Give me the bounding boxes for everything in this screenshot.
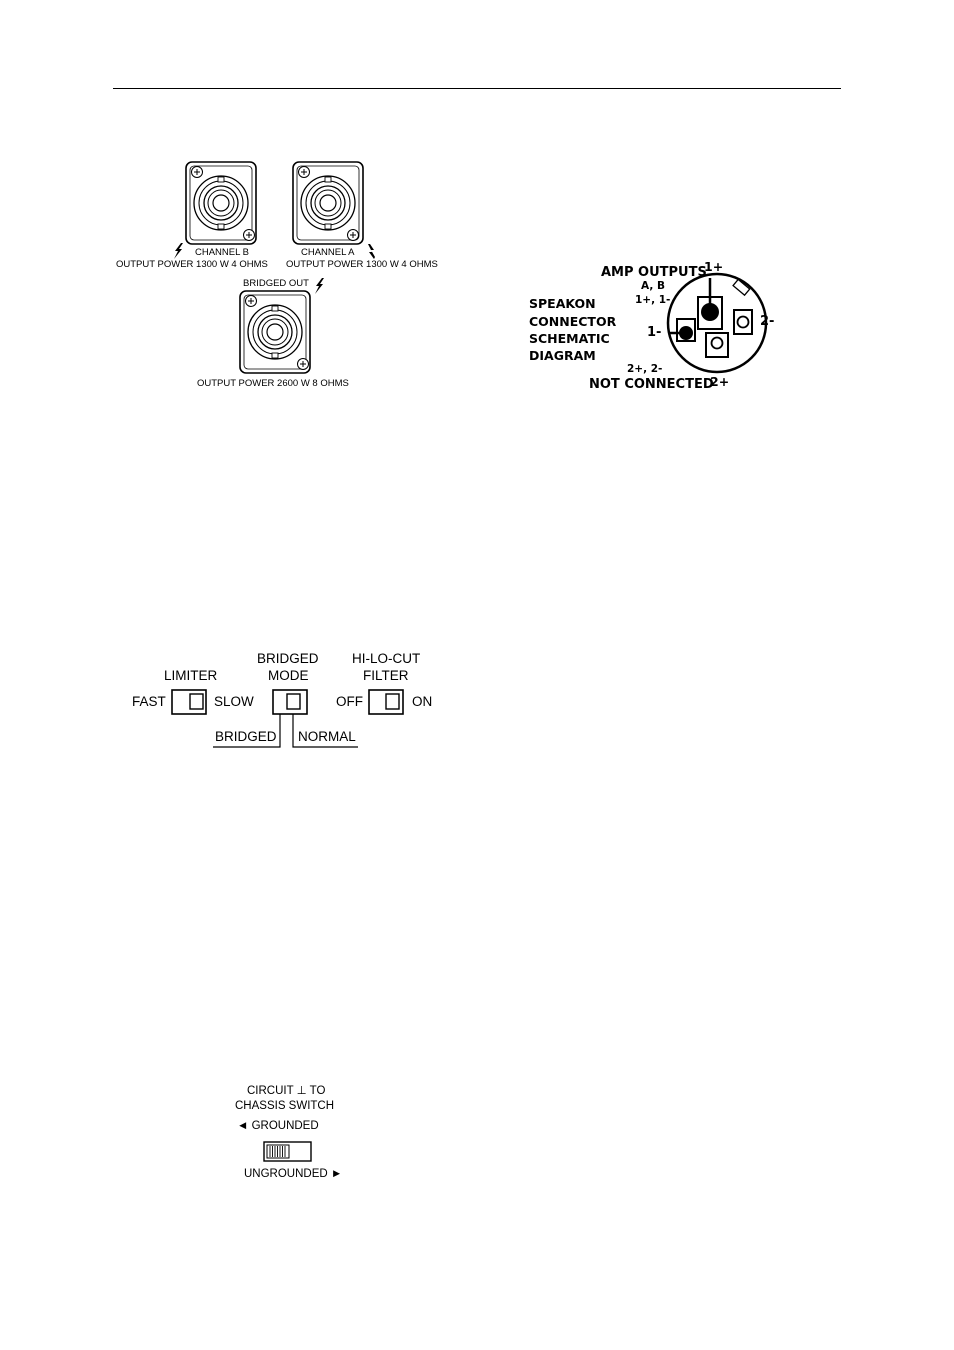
filter-title-line-2: FILTER (363, 668, 409, 683)
pins-unused-label: 2+, 2- (627, 363, 663, 375)
limiter-switch-graphic (171, 689, 207, 715)
channel-b-power: OUTPUT POWER 1300 W 4 OHMS (116, 259, 268, 270)
ground-slide-switch-graphic (263, 1141, 312, 1162)
channel-a-jack-graphic (292, 161, 364, 245)
limiter-slow-label: SLOW (214, 694, 254, 709)
normal-option-label: NORMAL (298, 729, 356, 744)
bridged-out-label: BRIDGED OUT (243, 278, 309, 289)
bridged-hazard-icon (315, 278, 324, 294)
pin-2minus-label: 2- (760, 314, 775, 329)
channel-b-hazard-icon (174, 243, 183, 259)
bridged-option-label: BRIDGED (215, 729, 277, 744)
pin-1plus-label: 1+ (704, 259, 724, 274)
not-connected-label: NOT CONNECTED (589, 377, 714, 392)
limiter-title: LIMITER (164, 668, 218, 683)
channel-a-power: OUTPUT POWER 1300 W 4 OHMS (286, 259, 438, 270)
speakon-title-line-1: SPEAKON (529, 296, 596, 311)
speakon-title-line-4: DIAGRAM (529, 348, 596, 363)
ground-switch-title-line-2: CHASSIS SWITCH (235, 1100, 335, 1112)
header-rule (113, 88, 841, 89)
bridged-mode-switch-graphic (272, 689, 308, 715)
limiter-fast-label: FAST (132, 694, 166, 709)
pins-connected-label: 1+, 1- (635, 294, 671, 306)
amp-outputs-channels: A, B (641, 280, 665, 292)
ground-switch-title-line-1: CIRCUIT ⊥ TO (247, 1085, 326, 1097)
bridged-mode-title-line-2: MODE (268, 668, 309, 683)
filter-title-line-1: HI-LO-CUT (352, 651, 421, 666)
grounded-label: ◄ GROUNDED (237, 1120, 319, 1132)
channel-b-jack-graphic (185, 161, 257, 245)
amp-outputs-label: AMP OUTPUTS (601, 265, 707, 280)
pin-2plus-label: 2+ (710, 374, 730, 389)
filter-off-label: OFF (336, 694, 363, 709)
bridged-power: OUTPUT POWER 2600 W 8 OHMS (197, 378, 349, 389)
bridged-jack-graphic (239, 290, 311, 374)
channel-a-hazard-icon (368, 244, 375, 259)
filter-switch-graphic (368, 689, 404, 715)
speakon-title-line-2: CONNECTOR (529, 314, 617, 329)
ungrounded-label: UNGROUNDED ► (244, 1168, 343, 1180)
speakon-title-line-3: SCHEMATIC (529, 331, 610, 346)
filter-on-label: ON (412, 694, 433, 709)
channel-a-label: CHANNEL A (301, 247, 355, 258)
bridged-mode-leader-lines (213, 714, 358, 748)
speakon-connector-graphic (666, 272, 768, 374)
channel-b-label: CHANNEL B (195, 247, 250, 258)
pin-1minus-label: 1- (647, 325, 662, 340)
bridged-mode-title-line-1: BRIDGED (257, 651, 319, 666)
